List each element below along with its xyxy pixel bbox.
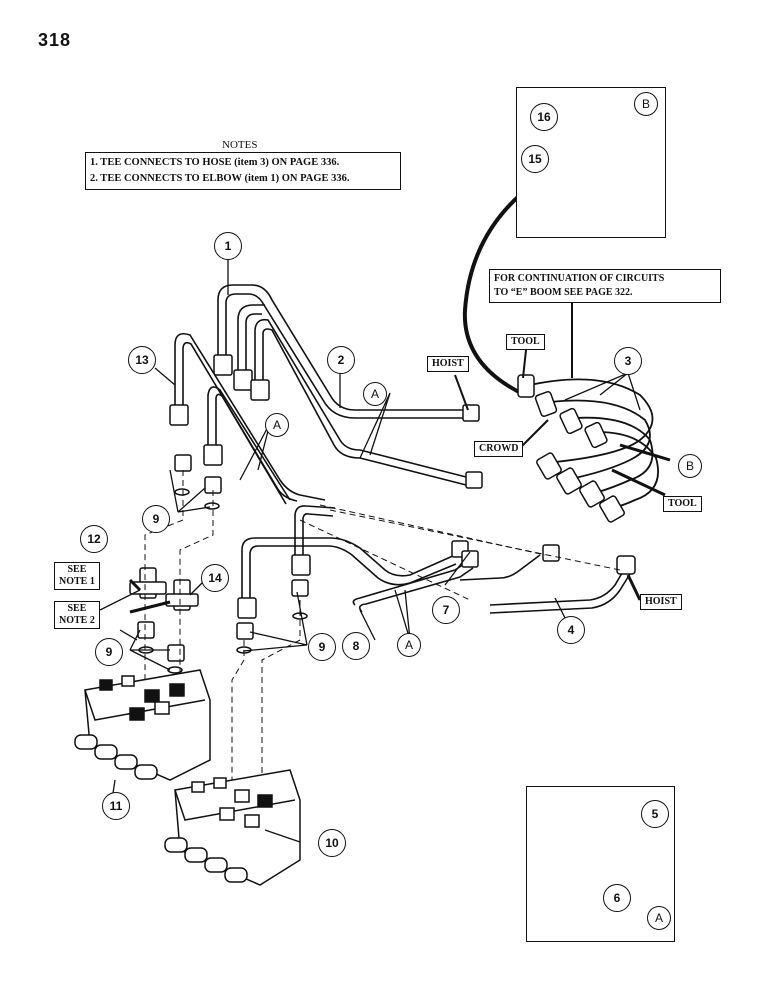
- callout-9b: 9: [95, 638, 123, 666]
- continuation-line-1: FOR CONTINUATION OF CIRCUITS: [494, 273, 665, 284]
- tag-arrows: [128, 302, 671, 614]
- hose-to-inset-b: [462, 193, 526, 397]
- inset-a-letter: A: [647, 906, 671, 930]
- detail-ref-b: B: [678, 454, 702, 478]
- callout-4: 4: [557, 616, 585, 644]
- callout-9c: 9: [308, 633, 336, 661]
- callout-1: 1: [214, 232, 242, 260]
- callout-11: 11: [102, 792, 130, 820]
- page-number: 318: [38, 30, 72, 50]
- callout-10: 10: [318, 829, 346, 857]
- callout-9a: 9: [142, 505, 170, 533]
- callout-3: 3: [614, 347, 642, 375]
- callout-13: 13: [128, 346, 156, 374]
- detail-ref-a-lower: A: [397, 633, 421, 657]
- callout-2: 2: [327, 346, 355, 374]
- see-note-1-label: SEE NOTE 1: [54, 562, 100, 590]
- hoist-tag-top: HOIST: [427, 356, 469, 372]
- crowd-tag: CROWD: [474, 441, 524, 457]
- callout-14: 14: [201, 564, 229, 592]
- see-note-1-line-2: NOTE 1: [59, 576, 95, 587]
- see-note-2-line-1: SEE: [67, 603, 87, 614]
- see-note-2-line-2: NOTE 2: [59, 615, 95, 626]
- notes-title: NOTES: [222, 139, 258, 151]
- tool-tag-top: TOOL: [506, 334, 545, 350]
- callout-16: 16: [530, 103, 558, 131]
- continuation-note: FOR CONTINUATION OF CIRCUITS TO “E” BOOM…: [489, 269, 721, 303]
- tube-4: [459, 554, 631, 614]
- see-note-2-label: SEE NOTE 2: [54, 601, 100, 629]
- callout-12: 12: [80, 525, 108, 553]
- inset-b-letter: B: [634, 92, 658, 116]
- callout-7: 7: [432, 596, 460, 624]
- tube-assembly-13: [174, 332, 326, 505]
- tube-assembly-1: [217, 284, 471, 487]
- assembly-centre-lines: [144, 470, 621, 790]
- callout-5: 5: [641, 800, 669, 828]
- valve-bank-10: [164, 769, 301, 886]
- hose-set-3: [529, 378, 659, 509]
- detail-ref-a-upper: A: [363, 382, 387, 406]
- continuation-line-2: TO “E” BOOM SEE PAGE 322.: [494, 287, 633, 298]
- tubes-7-8: [241, 505, 474, 613]
- callout-6: 6: [603, 884, 631, 912]
- see-note-1-line-1: SEE: [67, 564, 87, 575]
- detail-ref-a-left: A: [265, 413, 289, 437]
- note-line-2: 2. TEE CONNECTS TO ELBOW (item 1) ON PAG…: [90, 173, 350, 184]
- hoist-tag-bottom: HOIST: [640, 594, 682, 610]
- notes-box: 1. TEE CONNECTS TO HOSE (item 3) ON PAGE…: [85, 152, 401, 190]
- callout-15: 15: [521, 145, 549, 173]
- valve-bank-11: [74, 669, 211, 781]
- callout-8: 8: [342, 632, 370, 660]
- note-line-1: 1. TEE CONNECTS TO HOSE (item 3) ON PAGE…: [90, 157, 340, 168]
- tool-tag-right: TOOL: [663, 496, 702, 512]
- tee-fittings-12-14: [129, 567, 199, 611]
